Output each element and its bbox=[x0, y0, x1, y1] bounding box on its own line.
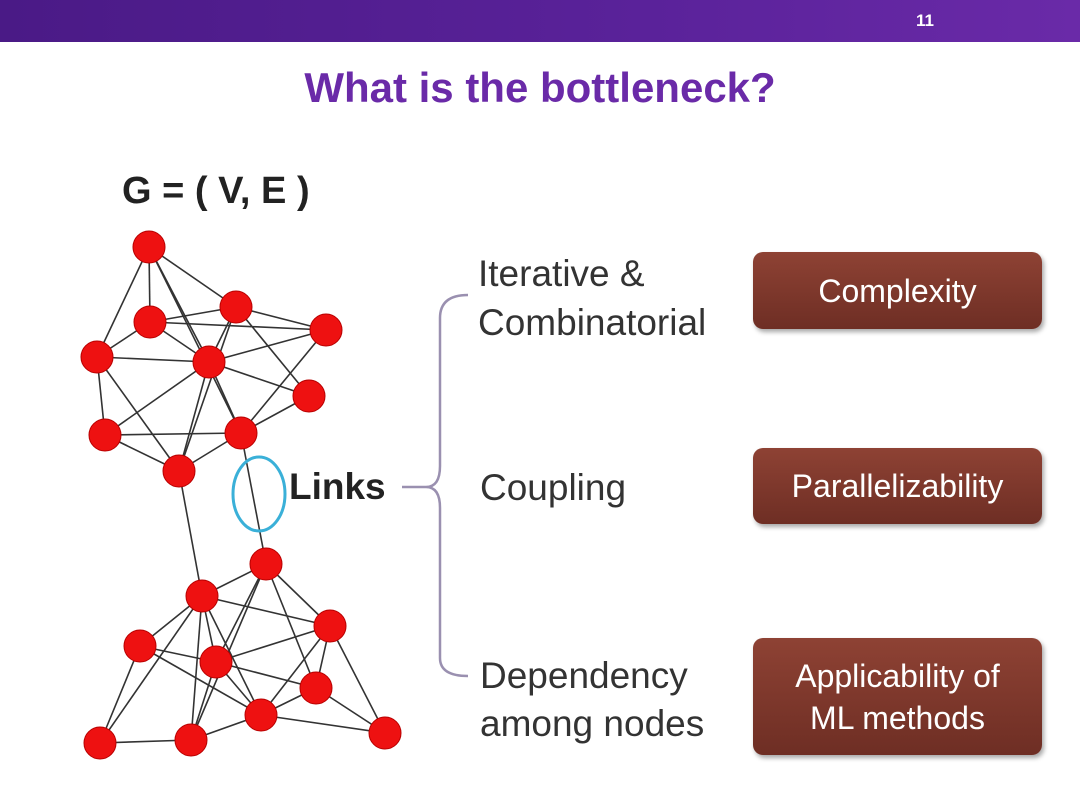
graph-node bbox=[299, 671, 333, 705]
graph-nodes bbox=[80, 230, 402, 760]
graph-node bbox=[185, 579, 219, 613]
graph-node bbox=[133, 305, 167, 339]
ml-applicability-line2: ML methods bbox=[810, 699, 985, 736]
graph-node bbox=[174, 723, 208, 757]
aspect-iterative-line2: Combinatorial bbox=[478, 302, 707, 343]
graph-node bbox=[309, 313, 343, 347]
ml-applicability-line1: Applicability of bbox=[795, 657, 1000, 694]
header-bar bbox=[0, 0, 1080, 42]
graph-node bbox=[368, 716, 402, 750]
graph-node bbox=[132, 230, 166, 264]
graph-node bbox=[219, 290, 253, 324]
graph-node bbox=[80, 340, 114, 374]
curly-bracket bbox=[425, 293, 469, 678]
aspect-iterative-line1: Iterative & bbox=[478, 253, 645, 294]
complexity-label: Complexity bbox=[818, 272, 977, 309]
graph-node bbox=[249, 547, 283, 581]
slide-number: 11 bbox=[916, 11, 934, 30]
slide-title: What is the bottleneck? bbox=[304, 64, 776, 111]
graph-node bbox=[83, 726, 117, 760]
graph-node bbox=[224, 416, 258, 450]
parallelizability-label: Parallelizability bbox=[791, 468, 1004, 504]
links-highlight-ellipse bbox=[231, 455, 287, 533]
graph-node bbox=[192, 345, 226, 379]
graph-node bbox=[199, 645, 233, 679]
graph-node bbox=[88, 418, 122, 452]
graph-formula: G = ( V, E ) bbox=[122, 170, 310, 212]
aspect-dependency-line2: among nodes bbox=[480, 703, 705, 744]
aspect-dependency-line1: Dependency bbox=[480, 655, 688, 696]
links-label: Links bbox=[289, 466, 386, 507]
parallelizability-box: Parallelizability bbox=[753, 448, 1042, 524]
ml-applicability-box: Applicability of ML methods bbox=[753, 638, 1042, 755]
graph-node bbox=[162, 454, 196, 488]
aspect-coupling: Coupling bbox=[480, 467, 627, 508]
graph-node bbox=[292, 379, 326, 413]
graph-node bbox=[313, 609, 347, 643]
graph-node bbox=[123, 629, 157, 663]
complexity-box: Complexity bbox=[753, 252, 1042, 329]
graph-node bbox=[244, 698, 278, 732]
